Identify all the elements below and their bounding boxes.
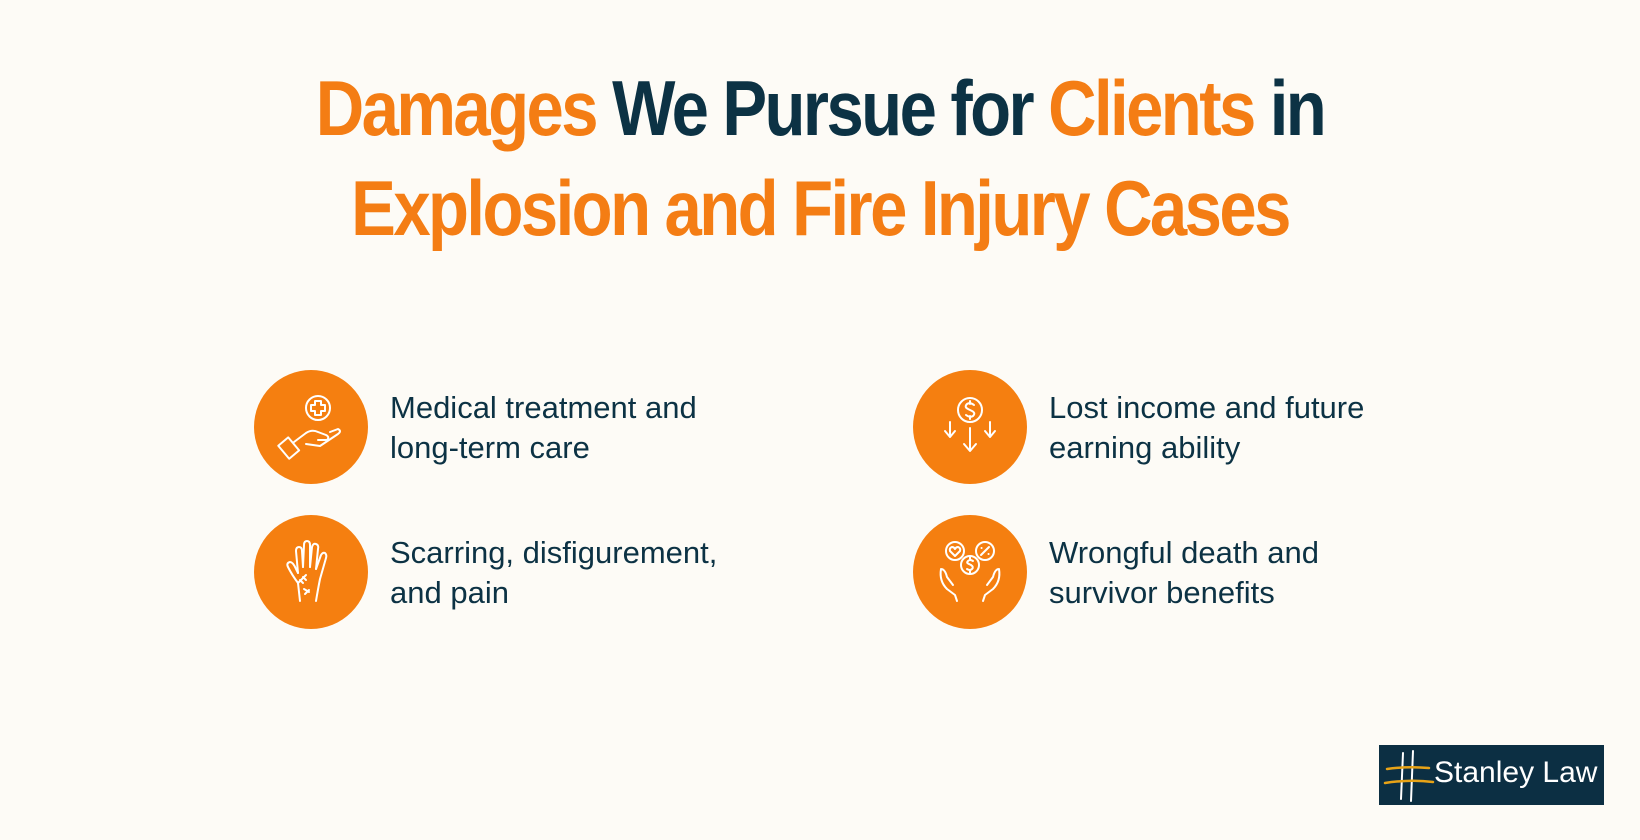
- item-label-line-1: Medical treatment and: [390, 390, 697, 425]
- icon-circle: [913, 515, 1027, 629]
- item-label: Wrongful death and survivor benefits: [1049, 533, 1449, 613]
- hashtag-logo-icon: [1383, 750, 1435, 802]
- item-label-line-1: Scarring, disfigurement,: [390, 535, 718, 570]
- damage-item-medical: Medical treatment and long-term care: [254, 370, 854, 490]
- damage-item-scarring: Scarring, disfigurement, and pain: [254, 515, 854, 635]
- item-label-line-2: earning ability: [1049, 430, 1241, 465]
- damage-item-wrongful-death: Wrongful death and survivor benefits: [913, 515, 1513, 635]
- title-line-2: Explosion and Fire Injury Cases: [351, 164, 1291, 252]
- page-title: Damages We Pursue for Clients in Explosi…: [115, 58, 1525, 258]
- icon-circle: [254, 370, 368, 484]
- damage-item-lost-income: Lost income and future earning ability: [913, 370, 1513, 490]
- item-label-line-2: survivor benefits: [1049, 575, 1275, 610]
- hands-heart-dollar-percent-icon: [939, 541, 1001, 602]
- item-label: Medical treatment and long-term care: [390, 388, 790, 468]
- item-label-line-2: long-term care: [390, 430, 590, 465]
- item-label: Scarring, disfigurement, and pain: [390, 533, 790, 613]
- item-label-line-1: Lost income and future: [1049, 390, 1365, 425]
- title-word-clients: Clients: [1048, 64, 1256, 152]
- dollar-arrows-down-icon: [944, 397, 996, 452]
- title-line-1: Damages We Pursue for Clients in: [115, 58, 1525, 158]
- logo-wordmark: Stanley Law: [1434, 756, 1598, 789]
- icon-circle: [254, 515, 368, 629]
- title-word-damages: Damages: [315, 64, 599, 152]
- item-label-line-2: and pain: [390, 575, 509, 610]
- title-word-in: in: [1253, 64, 1327, 152]
- stanley-law-logo: Stanley Law: [1379, 745, 1604, 805]
- item-label: Lost income and future earning ability: [1049, 388, 1449, 468]
- title-phrase-we-pursue-for: We Pursue for: [596, 64, 1049, 152]
- hand-medical-cross-icon: [277, 395, 341, 460]
- scarred-hand-icon: [286, 540, 328, 602]
- item-label-line-1: Wrongful death and: [1049, 535, 1320, 570]
- icon-circle: [913, 370, 1027, 484]
